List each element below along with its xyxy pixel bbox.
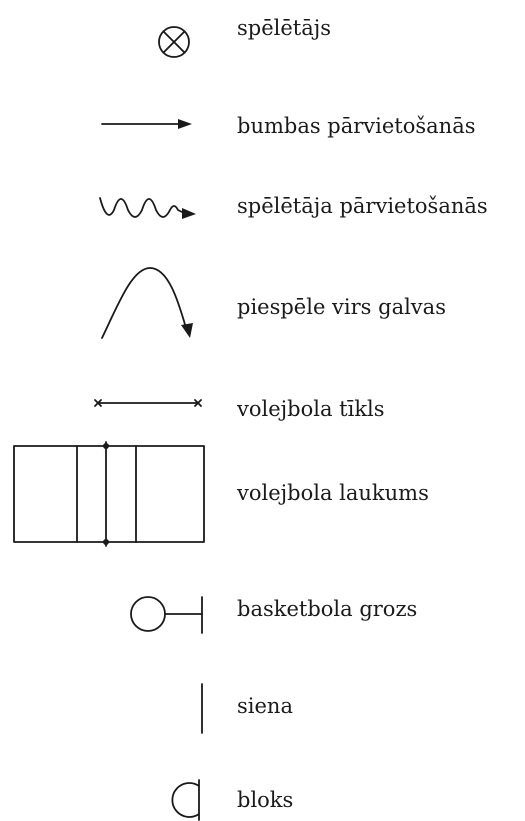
basketball-hoop-icon [130, 596, 203, 634]
player-icon [158, 26, 190, 58]
legend-item-volleyball-court: volejbola laukums [0, 435, 525, 555]
overhead-pass-arc-icon [101, 267, 193, 339]
legend-label-volleyball-court: volejbola laukums [237, 481, 429, 505]
volleyball-net-icon [94, 399, 202, 407]
legend-item-volleyball-net: volejbola tīkls [0, 385, 525, 425]
legend-label-basketball-hoop: basketbola grozs [237, 597, 418, 621]
legend-item-overhead-pass: piespēle virs galvas [0, 255, 525, 345]
legend-item-wall: siena [0, 670, 525, 740]
legend-label-ball-movement: bumbas pārvietošanās [237, 114, 476, 138]
legend-item-block: bloks [0, 770, 525, 821]
ball-movement-arrow-icon [101, 119, 192, 129]
legend-label-wall: siena [237, 694, 293, 718]
legend-label-block: bloks [237, 788, 294, 812]
legend-label-player-movement: spēlētāja pārvietošanās [237, 194, 488, 218]
volleyball-court-icon [13, 441, 205, 547]
player-movement-wavy-arrow-icon [99, 197, 196, 219]
legend-item-basketball-hoop: basketbola grozs [0, 585, 525, 645]
legend-item-player-movement: spēlētāja pārvietošanās [0, 180, 525, 230]
legend-label-overhead-pass: piespēle virs galvas [237, 295, 446, 319]
block-icon [171, 779, 200, 821]
wall-icon [201, 683, 203, 734]
legend-item-ball-movement: bumbas pārvietošanās [0, 100, 525, 150]
legend-item-player: spēlētājs [0, 0, 525, 70]
legend-label-volleyball-net: volejbola tīkls [237, 397, 385, 421]
legend-label-player: spēlētājs [237, 16, 332, 40]
